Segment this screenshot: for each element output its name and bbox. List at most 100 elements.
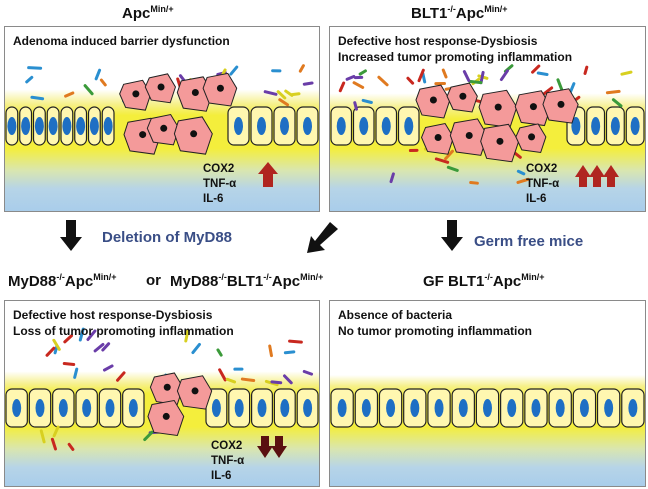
bacterium [184, 328, 190, 343]
bacterium [86, 329, 97, 341]
bacterium [284, 89, 294, 97]
bacterium [446, 165, 459, 172]
cell-nucleus [303, 117, 312, 135]
bacterium [93, 342, 105, 353]
cell-nucleus [591, 117, 601, 135]
bacterium [361, 98, 373, 104]
bacterium [102, 364, 114, 372]
tumor-nucleus [132, 90, 140, 98]
cell-nucleus [571, 117, 581, 135]
cell-nucleus [62, 117, 72, 135]
title-or: or [146, 272, 161, 289]
tumor-nucleus [528, 133, 536, 141]
cell-nucleus [234, 117, 243, 135]
cell-nucleus [337, 399, 347, 417]
tumor-nucleus [459, 92, 467, 100]
bacterium [556, 78, 564, 91]
cell-nucleus [211, 399, 221, 417]
cell-nucleus [386, 399, 396, 417]
tumor-nucleus [191, 88, 199, 96]
bacterium [116, 371, 126, 382]
bacterium [283, 350, 296, 355]
cell-nucleus [628, 399, 638, 417]
bacterium [338, 81, 346, 93]
bacterium [282, 374, 293, 385]
cell-nucleus [434, 399, 444, 417]
tumor-nucleus [162, 412, 170, 420]
bacterium [389, 172, 395, 184]
bacterium [64, 91, 75, 98]
down-arrow-left [60, 220, 82, 251]
bacterium [605, 89, 621, 95]
bacterium [78, 327, 85, 342]
cell-nucleus [7, 117, 17, 135]
tumor-nucleus [494, 103, 502, 111]
tumor-cells [415, 82, 579, 163]
bacterium [290, 92, 301, 97]
bacterium [63, 334, 73, 344]
bacterium [218, 368, 227, 382]
bacterium [434, 157, 450, 164]
tumor-nucleus [216, 84, 224, 92]
cell-nucleus [404, 117, 414, 135]
cell-nucleus [76, 117, 86, 135]
cell-nucleus [336, 117, 346, 135]
bacterium [240, 377, 256, 383]
bacterium [101, 342, 111, 352]
bacterium [358, 69, 367, 76]
bacterium [516, 169, 526, 176]
title-gf-blt1-apc-min: GF BLT1-/-ApcMin/+ [423, 272, 545, 290]
bacterium [468, 79, 483, 85]
cell-nucleus [531, 399, 541, 417]
bacterium [302, 369, 314, 376]
cell-nucleus [359, 117, 369, 135]
tumor-nucleus [496, 137, 504, 145]
bacteria [45, 327, 314, 391]
label-germ-free: Germ free mice [474, 233, 584, 250]
bacterium [52, 338, 61, 351]
title-apc-min: ApcMin/+ [122, 4, 174, 22]
bacterium [143, 430, 154, 442]
bacterium [531, 64, 541, 74]
tumor-nucleus [434, 133, 442, 141]
tumor-cells [119, 72, 238, 155]
bacterium [353, 101, 358, 111]
bacterium [417, 68, 425, 83]
bacterium [499, 69, 509, 82]
tumor-nucleus [157, 83, 165, 91]
bacterium [352, 81, 365, 89]
bacterium [216, 348, 223, 357]
cell-nucleus [34, 117, 44, 135]
bacterium [270, 380, 283, 385]
cell-nucleus [82, 399, 92, 417]
bacterium [191, 342, 201, 355]
bacterium [288, 339, 303, 344]
bacterium [52, 425, 60, 438]
cell-nucleus [35, 399, 45, 417]
bacterium [536, 71, 549, 77]
bacterium [568, 82, 576, 94]
cell-nucleus [280, 399, 290, 417]
tumor-nucleus [529, 103, 537, 111]
panel-blt1-apc-min-scene [330, 27, 645, 211]
cell-nucleus [21, 117, 31, 135]
up-arrow-single [258, 162, 278, 187]
bacterium [406, 76, 415, 85]
bacterium [67, 442, 75, 451]
cell-nucleus [58, 399, 68, 417]
bacterium [229, 65, 239, 76]
bacterium [540, 86, 554, 97]
bacterium [516, 177, 530, 184]
cell-nucleus [128, 399, 138, 417]
cell-nucleus [257, 399, 267, 417]
bacterium [73, 367, 79, 379]
bacterium [268, 344, 273, 358]
